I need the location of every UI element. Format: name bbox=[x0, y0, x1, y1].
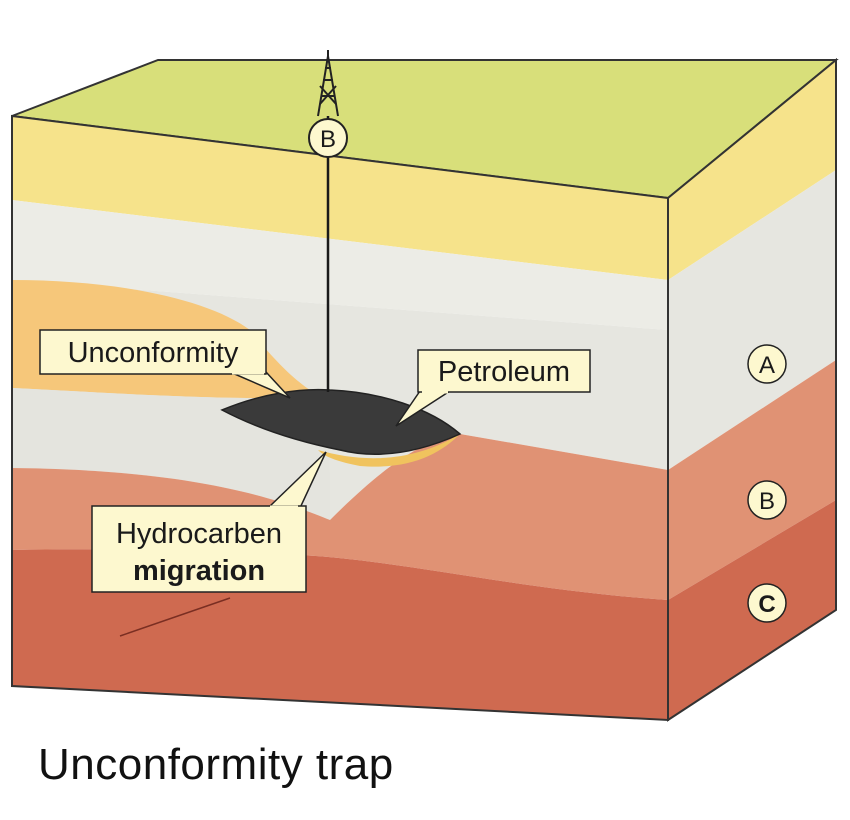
petroleum-label: Petroleum bbox=[438, 356, 570, 388]
unconformity-callout: Unconformity bbox=[39, 329, 291, 399]
side-yellow-band bbox=[668, 60, 836, 280]
petroleum-callout: Petroleum bbox=[395, 349, 591, 427]
front-gray-upper bbox=[12, 200, 668, 330]
layer-marker-b: B bbox=[747, 480, 787, 520]
front-salmon-band bbox=[12, 434, 668, 600]
layer-marker-a-text: A bbox=[759, 352, 775, 379]
layer-marker-b-text: B bbox=[759, 488, 775, 515]
layer-marker-c-text: C bbox=[758, 591, 775, 618]
fault-line bbox=[119, 597, 231, 637]
well-marker-b-text: B bbox=[320, 126, 336, 153]
block-outline bbox=[11, 57, 837, 722]
reservoir-rim bbox=[318, 434, 460, 467]
well-marker-b: B bbox=[308, 118, 348, 158]
layer-marker-a: A bbox=[747, 344, 787, 384]
migration-callout: Hydrocarben migration bbox=[91, 451, 327, 593]
layer-marker-c: C bbox=[747, 583, 787, 623]
diagram-caption: Unconformity trap bbox=[38, 740, 394, 789]
side-gray-band bbox=[668, 170, 836, 470]
migration-label-line1: Hydrocarben bbox=[116, 518, 282, 550]
unconformity-label: Unconformity bbox=[68, 337, 239, 369]
side-salmon-band bbox=[668, 360, 836, 600]
migration-label-line2: migration bbox=[133, 555, 265, 587]
drilling-rig bbox=[317, 50, 339, 117]
front-yellow-band bbox=[12, 116, 668, 280]
petroleum-reservoir bbox=[220, 388, 462, 456]
